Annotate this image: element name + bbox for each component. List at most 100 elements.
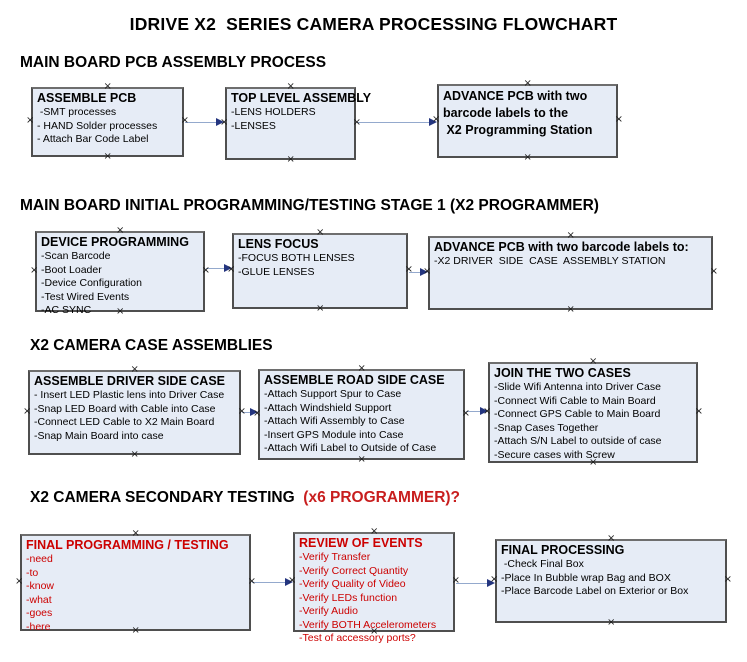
flow-arrow-icon xyxy=(456,579,495,588)
connector-handle-icon: × xyxy=(15,575,24,587)
connector-handle-icon: × xyxy=(116,306,125,317)
connector-handle-icon: × xyxy=(131,528,140,539)
flow-arrow-icon xyxy=(252,578,293,587)
box-line: barcode labels to the xyxy=(443,106,569,120)
flow-box-join-the-two-cases: JOIN THE TWO CASES -Slide Wifi Antenna i… xyxy=(483,357,703,468)
box-line: ADVANCE PCB with two xyxy=(443,89,588,103)
box-items: - Insert LED Plastic lens into Driver Ca… xyxy=(34,389,235,443)
box-title: DEVICE PROGRAMMING xyxy=(41,235,189,249)
box-line: -Check Final Box xyxy=(501,558,584,570)
box-line: -Test Wired Events xyxy=(41,290,130,303)
box-title: FINAL PROCESSING xyxy=(501,543,625,557)
connector-handle-icon: × xyxy=(523,78,532,89)
flow-box-top-level-assembly: TOP LEVEL ASSEMBLY -LENS HOLDERS-LENSES … xyxy=(220,82,372,165)
connector-handle-icon: × xyxy=(220,116,229,128)
box-line: -Verify LEDs function xyxy=(299,591,398,604)
box-items: -FOCUS BOTH LENSES-GLUE LENSES xyxy=(238,252,402,279)
box-line: -Scan Barcode xyxy=(41,250,111,262)
connector-handle-icon: × xyxy=(723,574,732,585)
box-line: -Verify BOTH Accelerometers xyxy=(299,618,437,631)
box-items: -Attach Support Spur to Case-Attach Wind… xyxy=(264,388,459,456)
flow-box-final-processing: FINAL PROCESSING -Check Final Box-Place … xyxy=(490,534,732,628)
box-title: ASSEMBLE ROAD SIDE CASE xyxy=(264,373,445,387)
connector-handle-icon: × xyxy=(227,264,236,275)
box-line: -Snap Cases Together xyxy=(494,421,599,434)
connector-handle-icon: × xyxy=(589,457,598,468)
box-title: ADVANCE PCB with two barcode labels to: xyxy=(434,240,689,254)
flow-box-lens-focus: LENS FOCUS -FOCUS BOTH LENSES-GLUE LENSE… xyxy=(227,228,413,314)
section-heading-text: X2 CAMERA SECONDARY TESTING xyxy=(30,489,295,506)
box-line: -know xyxy=(26,580,55,592)
connector-handle-icon: × xyxy=(253,407,262,419)
box-line: -goes xyxy=(26,607,53,619)
box-line: -need xyxy=(26,553,53,565)
flow-box-assemble-driver-side-case: ASSEMBLE DRIVER SIDE CASE - Insert LED P… xyxy=(23,365,246,460)
page-title: IDRIVE X2 SERIES CAMERA PROCESSING FLOWC… xyxy=(129,14,618,34)
connector-handle-icon: × xyxy=(370,526,379,537)
box-line: -Device Configuration xyxy=(41,277,142,289)
connector-handle-icon: × xyxy=(23,405,32,417)
box-line: -Place Barcode Label on Exterior or Box xyxy=(501,585,689,597)
box-line: -X2 DRIVER SIDE CASE ASSEMBLY STATION xyxy=(434,255,666,267)
box-line: -Connect GPS Cable to Main Board xyxy=(494,408,661,420)
box-items: -Slide Wifi Antenna into Driver Case -Con… xyxy=(494,381,692,462)
box-line: -Test of accessory ports? xyxy=(299,632,416,644)
box-items: -LENS HOLDERS-LENSES xyxy=(231,106,350,133)
connector-handle-icon: × xyxy=(103,81,112,92)
box-line: -Verify Correct Quantity xyxy=(299,564,409,577)
box-line: X2 Programming Station xyxy=(443,123,593,137)
connector-handle-icon: × xyxy=(709,266,718,277)
box-title: FINAL PROGRAMMING / TESTING xyxy=(26,538,229,552)
box-title: JOIN THE TWO CASES xyxy=(494,366,631,380)
connector-handle-icon: × xyxy=(357,363,366,374)
box-line: -Place In Bubble wrap Bag and BOX xyxy=(501,571,671,584)
box-line: -LENS HOLDERS xyxy=(231,106,316,118)
flow-box-device-programming: DEVICE PROGRAMMING -Scan Barcode-Boot Lo… xyxy=(30,226,210,317)
box-line: -Attach Wifi Assembly to Case xyxy=(264,415,405,427)
box-line: -what xyxy=(26,593,52,606)
connector-handle-icon: × xyxy=(451,575,460,586)
box-line: -Insert GPS Module into Case xyxy=(264,428,404,441)
connector-handle-icon: × xyxy=(566,304,575,315)
connector-handle-icon: × xyxy=(432,114,441,125)
section-heading-case-assemblies: X2 CAMERA CASE ASSEMBLIES xyxy=(30,337,273,354)
section-heading-initial-programming: MAIN BOARD INITIAL PROGRAMMING/TESTING S… xyxy=(20,197,599,214)
connector-handle-icon: × xyxy=(103,151,112,162)
box-line: -AC SYNC xyxy=(41,304,92,316)
connector-handle-icon: × xyxy=(201,264,210,276)
box-items: -Check Final Box-Place In Bubble wrap Ba… xyxy=(501,558,721,599)
section-heading-red-suffix: (x6 PROGRAMMER)? xyxy=(294,489,461,506)
box-title: TOP LEVEL ASSEMBLY xyxy=(231,91,372,105)
flow-arrow-icon xyxy=(409,268,428,277)
section-heading-pcb-assembly: MAIN BOARD PCB ASSEMBLY PROCESS xyxy=(20,54,327,71)
section-heading-secondary-testing: X2 CAMERA SECONDARY TESTING (x6 PROGRAMM… xyxy=(30,489,460,507)
connector-handle-icon: × xyxy=(589,356,598,367)
box-line: - HAND Solder processes xyxy=(37,119,158,132)
flow-arrow-icon xyxy=(185,118,224,127)
flow-box-final-programming-testing: FINAL PROGRAMMING / TESTING -need-to-kno… xyxy=(15,529,256,636)
box-line: -GLUE LENSES xyxy=(238,265,315,278)
connector-handle-icon: × xyxy=(614,114,623,125)
connector-handle-icon: × xyxy=(607,617,616,628)
box-title: ASSEMBLE PCB xyxy=(37,91,137,105)
connector-handle-icon: × xyxy=(566,230,575,241)
box-line: -SMT processes xyxy=(37,106,117,118)
connector-handle-icon: × xyxy=(352,116,361,128)
box-line: - Insert LED Plastic lens into Driver Ca… xyxy=(34,389,225,401)
connector-handle-icon: × xyxy=(247,575,256,587)
connector-handle-icon: × xyxy=(607,533,616,544)
connector-handle-icon: × xyxy=(316,227,325,238)
connector-handle-icon: × xyxy=(423,266,432,277)
connector-handle-icon: × xyxy=(131,625,140,636)
connector-handle-icon: × xyxy=(490,574,499,585)
connector-handle-icon: × xyxy=(180,115,189,126)
connector-handle-icon: × xyxy=(694,405,703,417)
box-line: -Slide Wifi Antenna into Driver Case xyxy=(494,381,661,393)
box-line: -Attach S/N Label to outside of case xyxy=(494,435,662,447)
connector-handle-icon: × xyxy=(130,364,139,375)
box-title-lines: ADVANCE PCB with two barcode labels to th… xyxy=(443,88,612,139)
connector-handle-icon: × xyxy=(286,154,295,165)
connector-handle-icon: × xyxy=(523,152,532,163)
box-line: -Attach Wifi Label to Outside of Case xyxy=(264,442,437,454)
